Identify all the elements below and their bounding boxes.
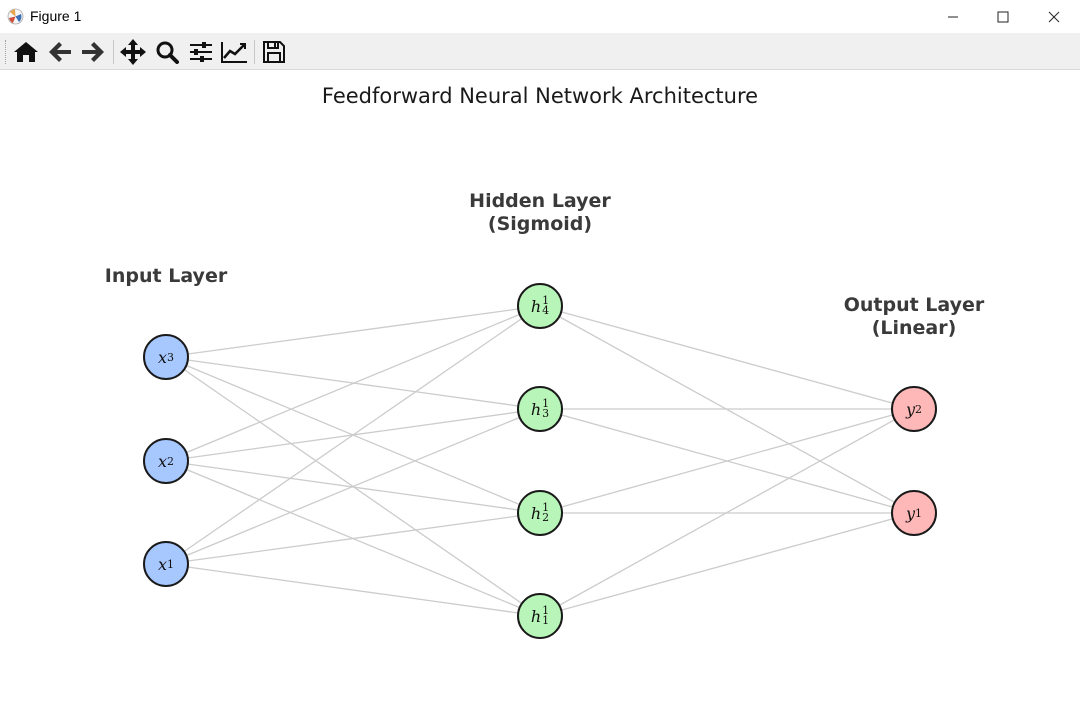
toolbar-separator (113, 40, 114, 64)
neuron-variable: h (530, 296, 542, 316)
minimize-button[interactable] (928, 0, 978, 33)
neuron-variable: y (905, 503, 916, 523)
navigation-toolbar (0, 34, 1080, 70)
close-icon (1048, 11, 1060, 22)
neuron-variable: x (157, 347, 168, 367)
back-button[interactable] (45, 37, 75, 67)
figure-canvas[interactable]: Feedforward Neural Network Architecture … (0, 70, 1080, 718)
neuron-variable: x (157, 554, 168, 574)
subplots-button[interactable] (186, 37, 216, 67)
close-button[interactable] (1029, 0, 1079, 33)
neuron-variable: h (530, 606, 542, 626)
neuron-variable: x (157, 451, 168, 471)
save-button[interactable] (259, 37, 289, 67)
layer-title-hidden: Hidden Layer (Sigmoid) (469, 190, 611, 235)
neuron-subscript: 2 (167, 454, 175, 468)
layer-title-input: Input Layer (104, 265, 228, 287)
toolbar-separator (254, 40, 255, 64)
neuron-variable: h (530, 399, 542, 419)
edge-input-2-to-hidden-3 (165, 563, 541, 617)
toolbar-grip (5, 40, 8, 64)
network-diagram (143, 283, 937, 639)
floppy-disk-icon (263, 41, 285, 63)
edge-input-2-to-hidden-0 (165, 305, 541, 565)
neuron-y2 (891, 386, 937, 432)
neuron-h2 (517, 490, 563, 536)
move-icon (120, 39, 146, 65)
edge-hidden-0-to-output-0 (539, 305, 915, 410)
arrow-left-icon (49, 42, 71, 62)
matplotlib-app-icon (7, 8, 24, 25)
neuron-y1 (891, 490, 937, 536)
forward-button[interactable] (78, 37, 108, 67)
edge-hidden-3-to-output-0 (539, 408, 915, 617)
pan-button[interactable] (118, 37, 148, 67)
home-icon (14, 42, 38, 62)
figure-title: Feedforward Neural Network Architecture (321, 84, 759, 108)
edge-input-2-to-hidden-2 (165, 512, 541, 565)
arrow-right-icon (82, 42, 104, 62)
neuron-subscript: 1 (915, 506, 923, 520)
connections (165, 305, 915, 617)
neuron-h1 (517, 593, 563, 639)
maximize-icon (997, 11, 1009, 22)
neuron-superscript: 1 (542, 501, 550, 514)
neuron-subscript: 1 (542, 614, 550, 627)
magnifier-icon (156, 41, 179, 64)
neuron-subscript: 2 (542, 511, 550, 524)
edge-hidden-3-to-output-1 (539, 512, 915, 617)
neuron-x1 (143, 541, 189, 587)
zoom-button[interactable] (152, 37, 182, 67)
edge-input-1-to-hidden-0 (165, 305, 541, 462)
neuron-x3 (143, 334, 189, 380)
neuron-superscript: 1 (542, 604, 550, 617)
neurons (143, 283, 937, 639)
edge-input-2-to-hidden-1 (165, 408, 541, 565)
neuron-subscript: 4 (542, 304, 550, 317)
neuron-superscript: 1 (542, 294, 550, 307)
home-button[interactable] (11, 37, 41, 67)
window-title: Figure 1 (30, 8, 82, 24)
minimize-icon (948, 16, 958, 17)
edge-hidden-2-to-output-0 (539, 408, 915, 514)
neuron-h4 (517, 283, 563, 329)
edge-input-0-to-hidden-0 (165, 305, 541, 358)
neuron-h3 (517, 386, 563, 432)
neuron-subscript: 1 (167, 557, 175, 571)
maximize-button[interactable] (978, 0, 1028, 33)
neuron-subscript: 3 (542, 407, 550, 420)
neuron-subscript: 3 (167, 350, 175, 364)
neuron-variable: y (905, 399, 916, 419)
neuron-x2 (143, 438, 189, 484)
line-chart-icon (221, 42, 247, 63)
neuron-subscript: 2 (915, 402, 923, 416)
neuron-superscript: 1 (542, 397, 550, 410)
layer-title-output: Output Layer (Linear) (843, 294, 985, 339)
edit-axis-button[interactable] (219, 37, 249, 67)
window-titlebar: Figure 1 (0, 0, 1080, 34)
neuron-variable: h (530, 503, 542, 523)
sliders-icon (190, 42, 212, 62)
